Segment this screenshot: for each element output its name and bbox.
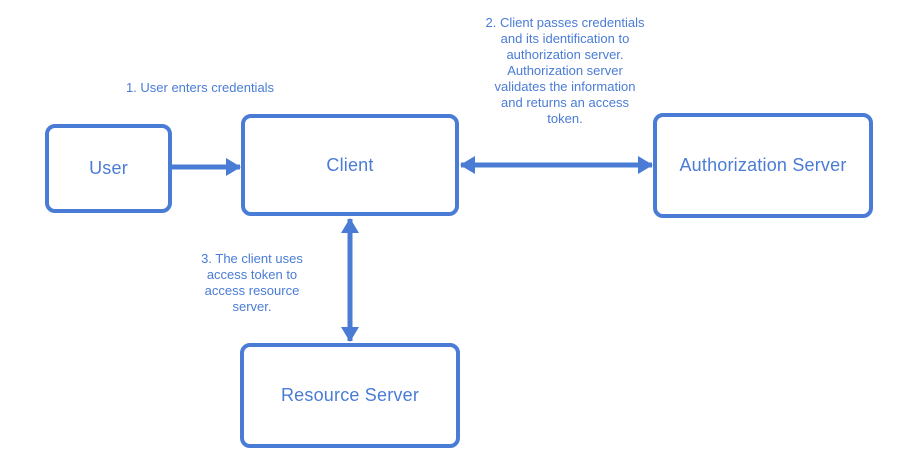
annotation-step-1: 1. User enters credentials — [125, 80, 275, 95]
node-user: User — [45, 124, 172, 213]
node-user-label: User — [89, 158, 128, 178]
node-resource-server-label: Resource Server — [280, 385, 420, 405]
node-client: Client — [241, 114, 459, 216]
annotation-step-2: 2. Client passes credentials and its ide… — [485, 15, 645, 126]
node-resource-server: Resource Server — [240, 343, 460, 448]
annotation-step-3: 3. The client uses access token to acces… — [201, 251, 303, 314]
node-client-label: Client — [326, 154, 374, 175]
node-authorization-server: Authorization Server — [653, 113, 873, 218]
node-authorization-server-label: Authorization Server — [679, 155, 847, 175]
